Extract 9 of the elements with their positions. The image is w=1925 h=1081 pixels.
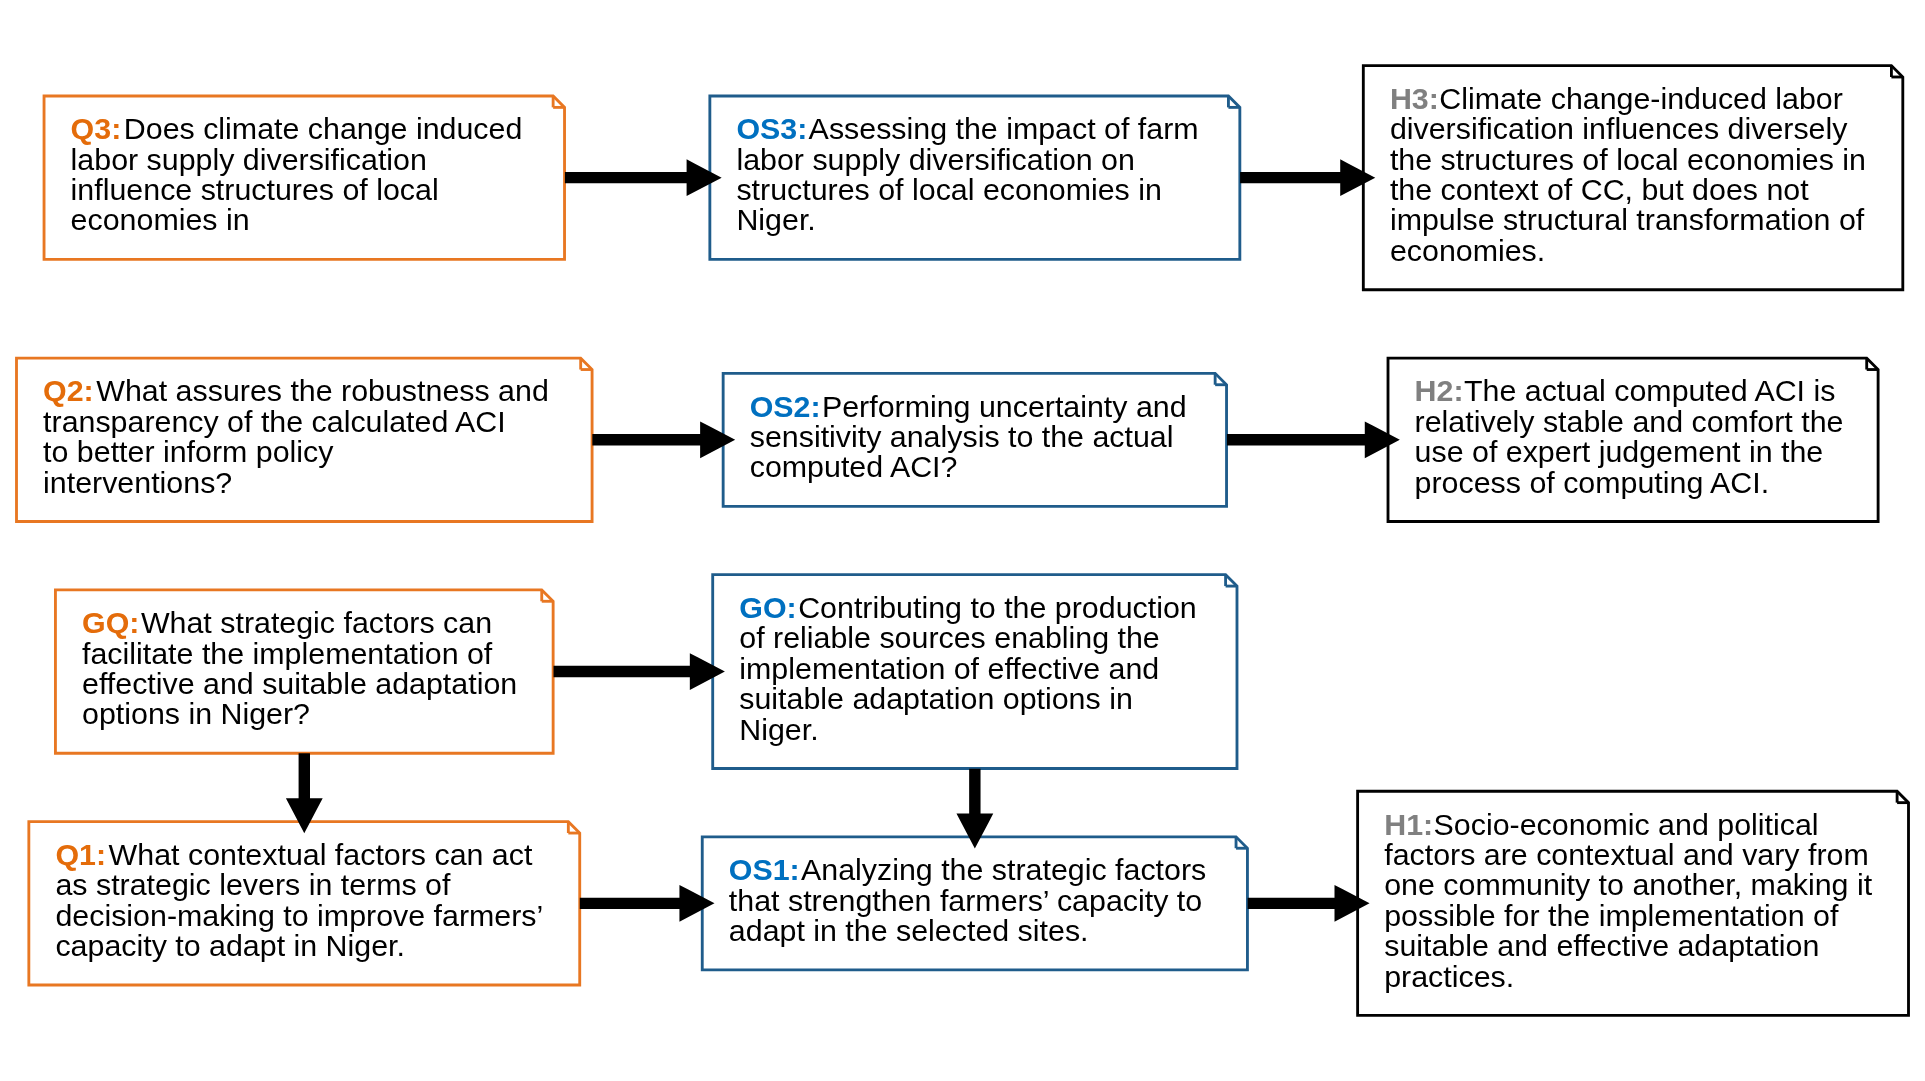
arrow <box>1247 884 1370 922</box>
arrow <box>564 159 722 197</box>
arrow <box>285 753 323 834</box>
arrow <box>579 884 715 922</box>
arrow <box>1226 421 1400 459</box>
arrow <box>553 653 725 690</box>
arrow <box>956 768 994 849</box>
arrow <box>1240 159 1376 197</box>
arrow <box>592 421 736 459</box>
